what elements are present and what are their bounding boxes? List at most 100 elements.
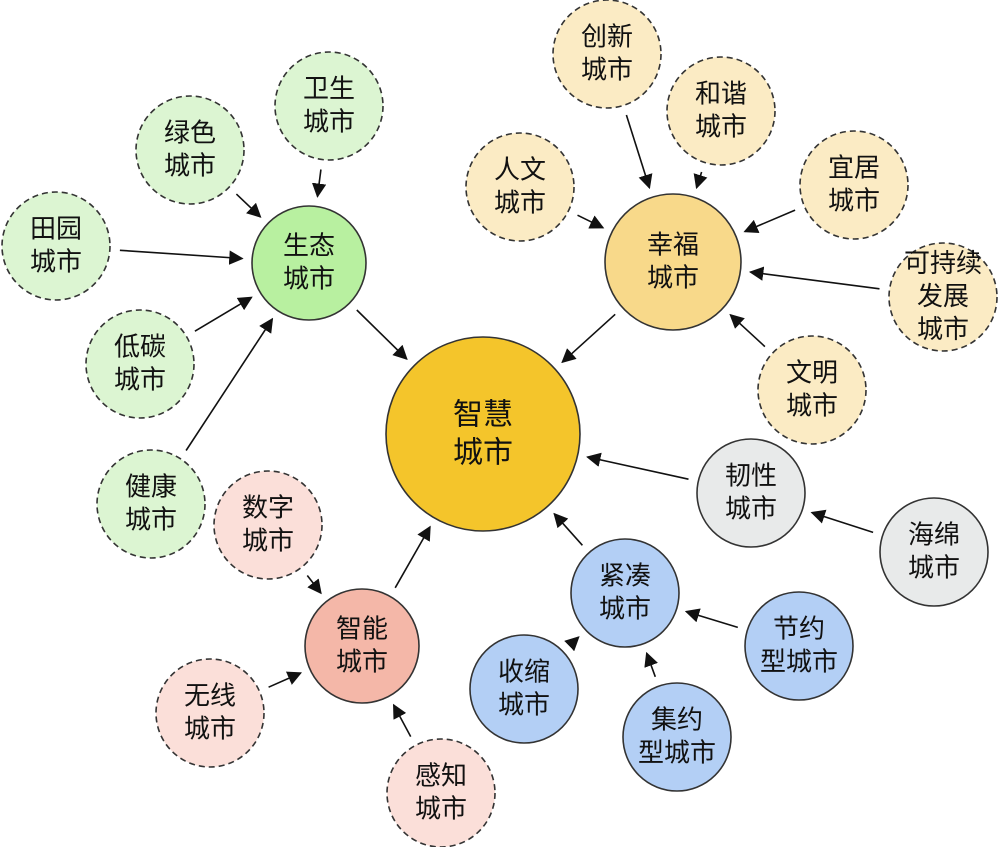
arrow-happy-to-center (561, 313, 616, 364)
arrow-sensing-to-smart (392, 703, 412, 737)
node-circle-healthy (96, 449, 206, 559)
arrow-garden-to-eco (119, 249, 244, 265)
node-circle-digital (213, 470, 323, 580)
arrow-eco-to-center (356, 309, 408, 361)
node-label-center-1: 城市 (453, 436, 513, 471)
node-label-smart-0: 智能 (336, 615, 388, 645)
node-label-resilient-1: 城市 (725, 495, 777, 525)
node-label-sustainable-1: 发展 (917, 282, 969, 312)
node-label-sustainable-2: 城市 (917, 315, 969, 345)
node-label-center-0: 智慧 (453, 398, 513, 433)
node-circle-saving (744, 591, 854, 701)
arrow-green-to-eco (235, 193, 262, 218)
node-circle-happy (604, 193, 742, 331)
node-label-innovative-1: 城市 (581, 56, 633, 86)
node-label-sponge-1: 城市 (908, 554, 960, 584)
node-circle-wireless (155, 658, 265, 768)
node-label-civilized-1: 城市 (786, 392, 838, 422)
node-circle-innovative (552, 0, 662, 109)
node-label-innovative-0: 创新 (581, 23, 633, 53)
node-label-sustainable-0: 可持续 (904, 249, 982, 279)
arrow-harmonious-to-happy (693, 171, 708, 190)
arrow-saving-to-compact (684, 608, 739, 629)
arrow-civilized-to-happy (729, 313, 766, 348)
arrow-humanistic-to-happy (577, 214, 605, 229)
arrow-digital-to-smart (306, 575, 322, 595)
node-label-sanitary-0: 卫生 (303, 75, 355, 105)
node-label-healthy-0: 健康 (125, 473, 177, 503)
node-circle-resilient (696, 438, 806, 548)
node-label-wireless-1: 城市 (184, 715, 236, 745)
node-label-lowcarbon-0: 低碳 (114, 333, 166, 363)
node-circle-livable (799, 130, 909, 240)
node-circle-lowcarbon (85, 309, 195, 419)
node-label-shrinking-1: 城市 (498, 691, 550, 721)
node-circle-compact (570, 538, 680, 648)
node-label-eco-0: 生态 (283, 232, 335, 262)
node-label-green-1: 城市 (164, 152, 216, 182)
node-label-civilized-0: 文明 (786, 359, 838, 389)
node-label-happy-0: 幸福 (647, 231, 699, 261)
node-label-sensing-0: 感知 (415, 762, 467, 792)
arrow-healthy-to-eco (185, 317, 274, 451)
node-circle-sustainable (888, 242, 998, 352)
node-label-saving-1: 型城市 (760, 648, 838, 678)
node-label-shrinking-0: 收缩 (498, 658, 550, 688)
node-label-resilient-0: 韧性 (725, 462, 777, 492)
node-circle-sponge (879, 497, 989, 607)
node-circle-eco (251, 205, 367, 321)
node-label-garden-0: 田园 (30, 215, 82, 245)
node-circle-center (385, 336, 581, 532)
node-label-smart-1: 城市 (336, 648, 388, 678)
node-label-green-0: 绿色 (164, 119, 216, 149)
node-label-humanistic-1: 城市 (494, 189, 546, 219)
node-circle-green (135, 95, 245, 205)
node-label-humanistic-0: 人文 (494, 156, 546, 186)
node-circle-shrinking (469, 634, 579, 744)
node-label-livable-1: 城市 (828, 187, 880, 217)
node-label-compact-0: 紧凑 (599, 562, 651, 592)
node-circle-humanistic (465, 132, 575, 242)
arrow-sustainable-to-happy (748, 266, 880, 290)
node-label-happy-1: 城市 (647, 264, 699, 294)
node-label-sensing-1: 城市 (415, 795, 467, 825)
node-label-saving-0: 节约 (773, 615, 825, 645)
arrow-intensive-to-compact (644, 651, 658, 678)
arrow-shrinking-to-compact (564, 636, 580, 652)
arrow-livable-to-happy (743, 209, 796, 234)
node-label-garden-1: 城市 (30, 248, 82, 278)
node-label-healthy-1: 城市 (125, 506, 177, 536)
node-label-livable-0: 宜居 (828, 154, 880, 184)
node-circle-garden (1, 191, 111, 301)
node-label-digital-1: 城市 (242, 527, 294, 557)
node-label-harmonious-0: 和谐 (695, 80, 747, 110)
node-label-wireless-0: 无线 (184, 682, 236, 712)
node-label-intensive-0: 集约 (651, 706, 703, 736)
node-label-digital-0: 数字 (242, 494, 294, 524)
node-label-sponge-0: 海绵 (908, 521, 960, 551)
node-label-sanitary-1: 城市 (303, 108, 355, 138)
arrow-innovative-to-happy (625, 114, 653, 190)
arrow-sanitary-to-eco (311, 169, 327, 198)
node-label-lowcarbon-1: 城市 (114, 366, 166, 396)
node-circle-smart (304, 588, 420, 704)
